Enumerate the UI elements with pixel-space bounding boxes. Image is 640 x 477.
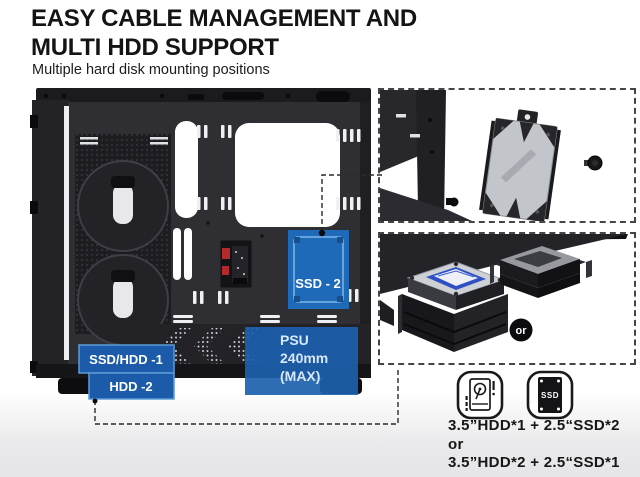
ssd2-label: SSD - 2 bbox=[288, 230, 349, 309]
pcb bbox=[219, 239, 253, 289]
ssd-hdd1-label: SSD/HDD -1 bbox=[78, 344, 175, 374]
svg-text:SSD - 2: SSD - 2 bbox=[295, 276, 341, 291]
svg-text:SSD/HDD -1: SSD/HDD -1 bbox=[89, 352, 163, 367]
ssd-icon: SSD bbox=[526, 370, 574, 420]
case-frame-graphic bbox=[380, 90, 472, 221]
case-rear-column bbox=[360, 102, 371, 366]
shroud-vents bbox=[173, 315, 337, 323]
page-title: EASY CABLE MANAGEMENT AND MULTI HDD SUPP… bbox=[31, 4, 417, 62]
ssd-mount-panel bbox=[378, 88, 636, 223]
title-line-2: MULTI HDD SUPPORT bbox=[31, 34, 279, 61]
capacity-text: 3.5”HDD*1 + 2.5“SSD*2 or 3.5”HDD*2 + 2.5… bbox=[448, 417, 620, 473]
hdd-cage-graphic: or bbox=[380, 234, 628, 352]
capacity-line-2: or bbox=[448, 435, 464, 453]
psu-label: PSU 240mm (MAX) bbox=[245, 327, 358, 395]
capacity-line-3: 3.5”HDD*2 + 2.5“SSD*1 bbox=[448, 454, 620, 471]
fan-top bbox=[77, 160, 169, 252]
or-badge: or bbox=[509, 318, 533, 342]
case-front-frame bbox=[32, 100, 70, 376]
svg-text:PSU: PSU bbox=[280, 332, 309, 348]
capacity-line-1: 3.5”HDD*1 + 2.5“SSD*2 bbox=[448, 417, 620, 434]
hdd2-label: HDD -2 bbox=[88, 372, 175, 400]
rear-cable-slot bbox=[327, 142, 337, 218]
case-bottom-wedge bbox=[380, 234, 628, 294]
svg-text:HDD -2: HDD -2 bbox=[109, 379, 152, 394]
case-illustration: PSU 240mm (MAX) SSD - 2 SSD/HDD -1 HDD -… bbox=[30, 88, 371, 400]
svg-text:240mm: 240mm bbox=[280, 350, 328, 366]
hdd-stack-left-graphic bbox=[398, 261, 508, 352]
hdd-icon bbox=[456, 370, 504, 420]
svg-text:SSD: SSD bbox=[541, 391, 559, 400]
ssd-drive-graphic bbox=[479, 109, 561, 221]
thumbscrew-graphic bbox=[584, 155, 603, 171]
svg-text:(MAX): (MAX) bbox=[280, 368, 320, 384]
svg-text:or: or bbox=[516, 325, 528, 337]
title-line-1: EASY CABLE MANAGEMENT AND bbox=[31, 5, 417, 32]
page-subtitle: Multiple hard disk mounting positions bbox=[32, 62, 270, 78]
hdd-stack-right-graphic bbox=[490, 246, 592, 298]
ssd-mount-graphic bbox=[380, 90, 603, 221]
hdd-cage-panel: or bbox=[378, 232, 636, 365]
cpu-cutout bbox=[235, 123, 340, 227]
cable-slot-cutout bbox=[175, 121, 198, 218]
